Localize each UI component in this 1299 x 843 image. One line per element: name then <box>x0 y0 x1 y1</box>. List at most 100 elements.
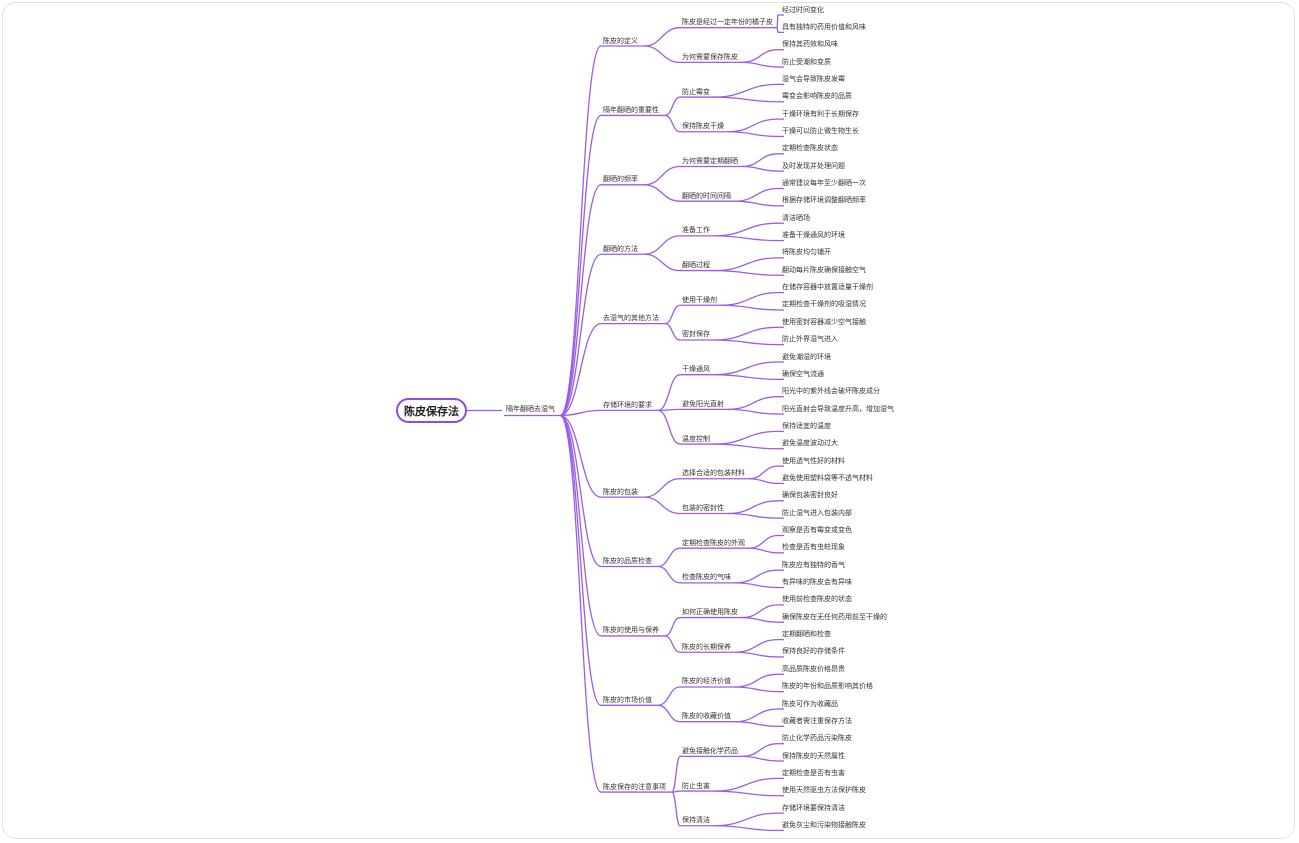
leaf-node[interactable]: 收藏者需注重保存方法 <box>782 716 852 725</box>
sub-node[interactable]: 陈皮的经济价值 <box>682 677 731 686</box>
leaf-node[interactable]: 霉变会影响陈皮的品质 <box>782 92 852 101</box>
leaf-node[interactable]: 确保空气流通 <box>782 369 824 378</box>
leaf-node[interactable]: 避免灰尘和污染物接触陈皮 <box>782 820 866 829</box>
sub-node[interactable]: 选择合适的包装材料 <box>682 469 745 478</box>
leaf-node[interactable]: 检查是否有虫蛀现象 <box>782 543 845 552</box>
leaf-node[interactable]: 通常建议每年至少翻晒一次 <box>782 179 866 187</box>
leaf-node[interactable]: 避免潮湿的环境 <box>782 352 831 361</box>
sub-node[interactable]: 陈皮的长期保养 <box>682 642 731 651</box>
leaf-connector <box>713 222 779 237</box>
leaf-node[interactable]: 防止湿气进入包装内部 <box>782 508 852 517</box>
leaf-node[interactable]: 确保包装密封良好 <box>782 491 838 500</box>
leaf-node[interactable]: 使用前检查陈皮的状态 <box>782 595 852 604</box>
sub-node[interactable]: 准备工作 <box>682 226 710 235</box>
branch-node[interactable]: 隔年翻晒的重要性 <box>603 105 659 114</box>
leaf-node[interactable]: 确保陈皮在无任何药用前至干燥的 <box>782 612 887 621</box>
sub-connector <box>671 755 681 793</box>
leaf-node[interactable]: 根据存储环境调整翻晒频率 <box>782 196 866 205</box>
leaf-node[interactable]: 避免使用塑料袋等不透气材料 <box>782 473 873 482</box>
leaf-node[interactable]: 湿气会导致陈皮发霉 <box>782 74 845 83</box>
leaf-connector <box>734 673 779 688</box>
leaf-node[interactable]: 保持适宜的温度 <box>782 421 831 430</box>
leaf-node[interactable]: 定期检查陈皮状态 <box>782 144 838 153</box>
leaf-node[interactable]: 防止化学药品污染陈皮 <box>782 734 852 743</box>
sub-node[interactable]: 使用干燥剂 <box>682 295 717 304</box>
leaf-connector <box>734 187 779 202</box>
leaf-connector <box>713 777 779 792</box>
branch-node[interactable]: 存储环境的要求 <box>603 400 652 409</box>
leaf-node[interactable]: 清洁晒场 <box>782 213 810 222</box>
leaf-node[interactable]: 翻动每片陈皮确保接触空气 <box>782 265 866 274</box>
leaf-node[interactable]: 定期翻晒和检查 <box>782 630 831 639</box>
leaf-node[interactable]: 观察是否有霉变或变色 <box>782 526 852 534</box>
leaf-node[interactable]: 陈皮应有独特的香气 <box>782 560 845 569</box>
leaf-node[interactable]: 将陈皮均匀铺开 <box>782 248 831 257</box>
leaf-node[interactable]: 具有独特的药用价值和风味 <box>782 22 866 31</box>
leaf-node[interactable]: 使用密封容器减少空气接触 <box>782 317 866 326</box>
sub-node[interactable]: 包装的密封性 <box>682 503 724 512</box>
sub-connector <box>657 565 681 584</box>
branch-node[interactable]: 陈皮的包装 <box>603 487 638 496</box>
sub-node[interactable]: 温度控制 <box>682 434 710 443</box>
sub-node[interactable]: 检查陈皮的气味 <box>682 573 731 582</box>
branch-node[interactable]: 陈皮的品质检查 <box>603 557 652 566</box>
sub-node[interactable]: 为何需要定期翻晒 <box>682 156 738 165</box>
sub-node[interactable]: 保持陈皮干燥 <box>682 122 724 131</box>
branch-node[interactable]: 去湿气的其他方法 <box>603 314 659 323</box>
leaf-node[interactable]: 定期检查干燥剂的吸湿情况 <box>782 300 866 309</box>
leaf-node[interactable]: 在储存容器中放置适量干燥剂 <box>782 283 873 292</box>
leaf-connector <box>748 478 779 485</box>
sub-node[interactable]: 保持清洁 <box>682 816 710 825</box>
leaf-node[interactable]: 经过时间变化 <box>782 5 824 14</box>
leaf-node[interactable]: 防止受潮和变质 <box>782 57 831 66</box>
branch-node[interactable]: 陈皮的市场价值 <box>603 695 652 704</box>
branch-node[interactable]: 翻晒的频率 <box>603 175 638 184</box>
sub-node[interactable]: 翻晒的时间间隔 <box>682 191 731 200</box>
sub-node[interactable]: 防止霉变 <box>682 87 710 96</box>
root-node[interactable]: 陈皮保存法 <box>396 398 467 423</box>
leaf-node[interactable]: 阳光中的紫外线会破坏陈皮成分 <box>782 387 880 396</box>
leaf-node[interactable]: 有异味的陈皮会有异味 <box>782 578 852 587</box>
branch-node[interactable]: 陈皮的定义 <box>603 36 638 45</box>
sub-node[interactable]: 防止虫害 <box>682 781 710 790</box>
sub-connector <box>643 45 681 64</box>
sub-node[interactable]: 定期检查陈皮的外观 <box>682 538 745 547</box>
leaf-node[interactable]: 干燥环境有利于长期保存 <box>782 109 859 118</box>
sub-connector <box>664 635 681 653</box>
sub-node[interactable]: 翻晒过程 <box>682 261 710 270</box>
leaf-node[interactable]: 保持其药效和风味 <box>782 40 838 49</box>
leaf-connector <box>741 743 779 758</box>
branch-node[interactable]: 翻晒的方法 <box>603 244 638 253</box>
sub-node[interactable]: 为何需要保存陈皮 <box>682 52 738 61</box>
leaf-connector <box>734 638 779 653</box>
leaf-node[interactable]: 保持良好的存储条件 <box>782 647 845 656</box>
level1-node[interactable]: 隔年翻晒去湿气 <box>506 405 555 414</box>
leaf-node[interactable]: 避免温度波动过大 <box>782 439 838 448</box>
leaf-connector <box>741 616 779 623</box>
leaf-node[interactable]: 存储环境要保持清洁 <box>782 803 845 812</box>
leaf-node[interactable]: 定期检查是否有虫害 <box>782 768 845 777</box>
leaf-node[interactable]: 准备干燥通风的环境 <box>782 231 845 240</box>
leaf-node[interactable]: 保持陈皮的天然属性 <box>782 751 845 760</box>
sub-node[interactable]: 避免阳光直射 <box>682 399 724 408</box>
sub-node[interactable]: 避免接触化学药品 <box>682 746 738 755</box>
leaf-node[interactable]: 使用透气性好的材料 <box>782 456 845 465</box>
sub-node[interactable]: 干燥通风 <box>682 365 710 374</box>
branch-node[interactable]: 陈皮的使用与保养 <box>603 626 659 635</box>
leaf-node[interactable]: 高品质陈皮价格昂贵 <box>782 664 845 673</box>
leaf-node[interactable]: 陈皮的年份和品质影响其价格 <box>782 682 873 691</box>
leaf-node[interactable]: 使用天然驱虫方法保护陈皮 <box>782 786 866 795</box>
sub-node[interactable]: 陈皮的收藏价值 <box>682 712 731 721</box>
sub-node[interactable]: 陈皮是经过一定年份的橘子皮 <box>682 18 773 27</box>
sub-connector <box>671 791 681 827</box>
leaf-node[interactable]: 防止外界湿气进入 <box>782 335 838 344</box>
leaf-node[interactable]: 干燥可以防止微生物生长 <box>782 126 859 135</box>
sub-node[interactable]: 如何正确使用陈皮 <box>682 608 738 617</box>
leaf-node[interactable]: 陈皮可作为收藏品 <box>782 699 838 708</box>
leaf-node[interactable]: 阳光直射会导致温度升高，增加湿气 <box>782 404 894 413</box>
leaf-connector <box>734 721 779 727</box>
branch-node[interactable]: 陈皮保存的注意事项 <box>603 782 666 791</box>
sub-node[interactable]: 密封保存 <box>682 330 710 339</box>
leaf-node[interactable]: 及时发现并处理问题 <box>782 161 845 170</box>
